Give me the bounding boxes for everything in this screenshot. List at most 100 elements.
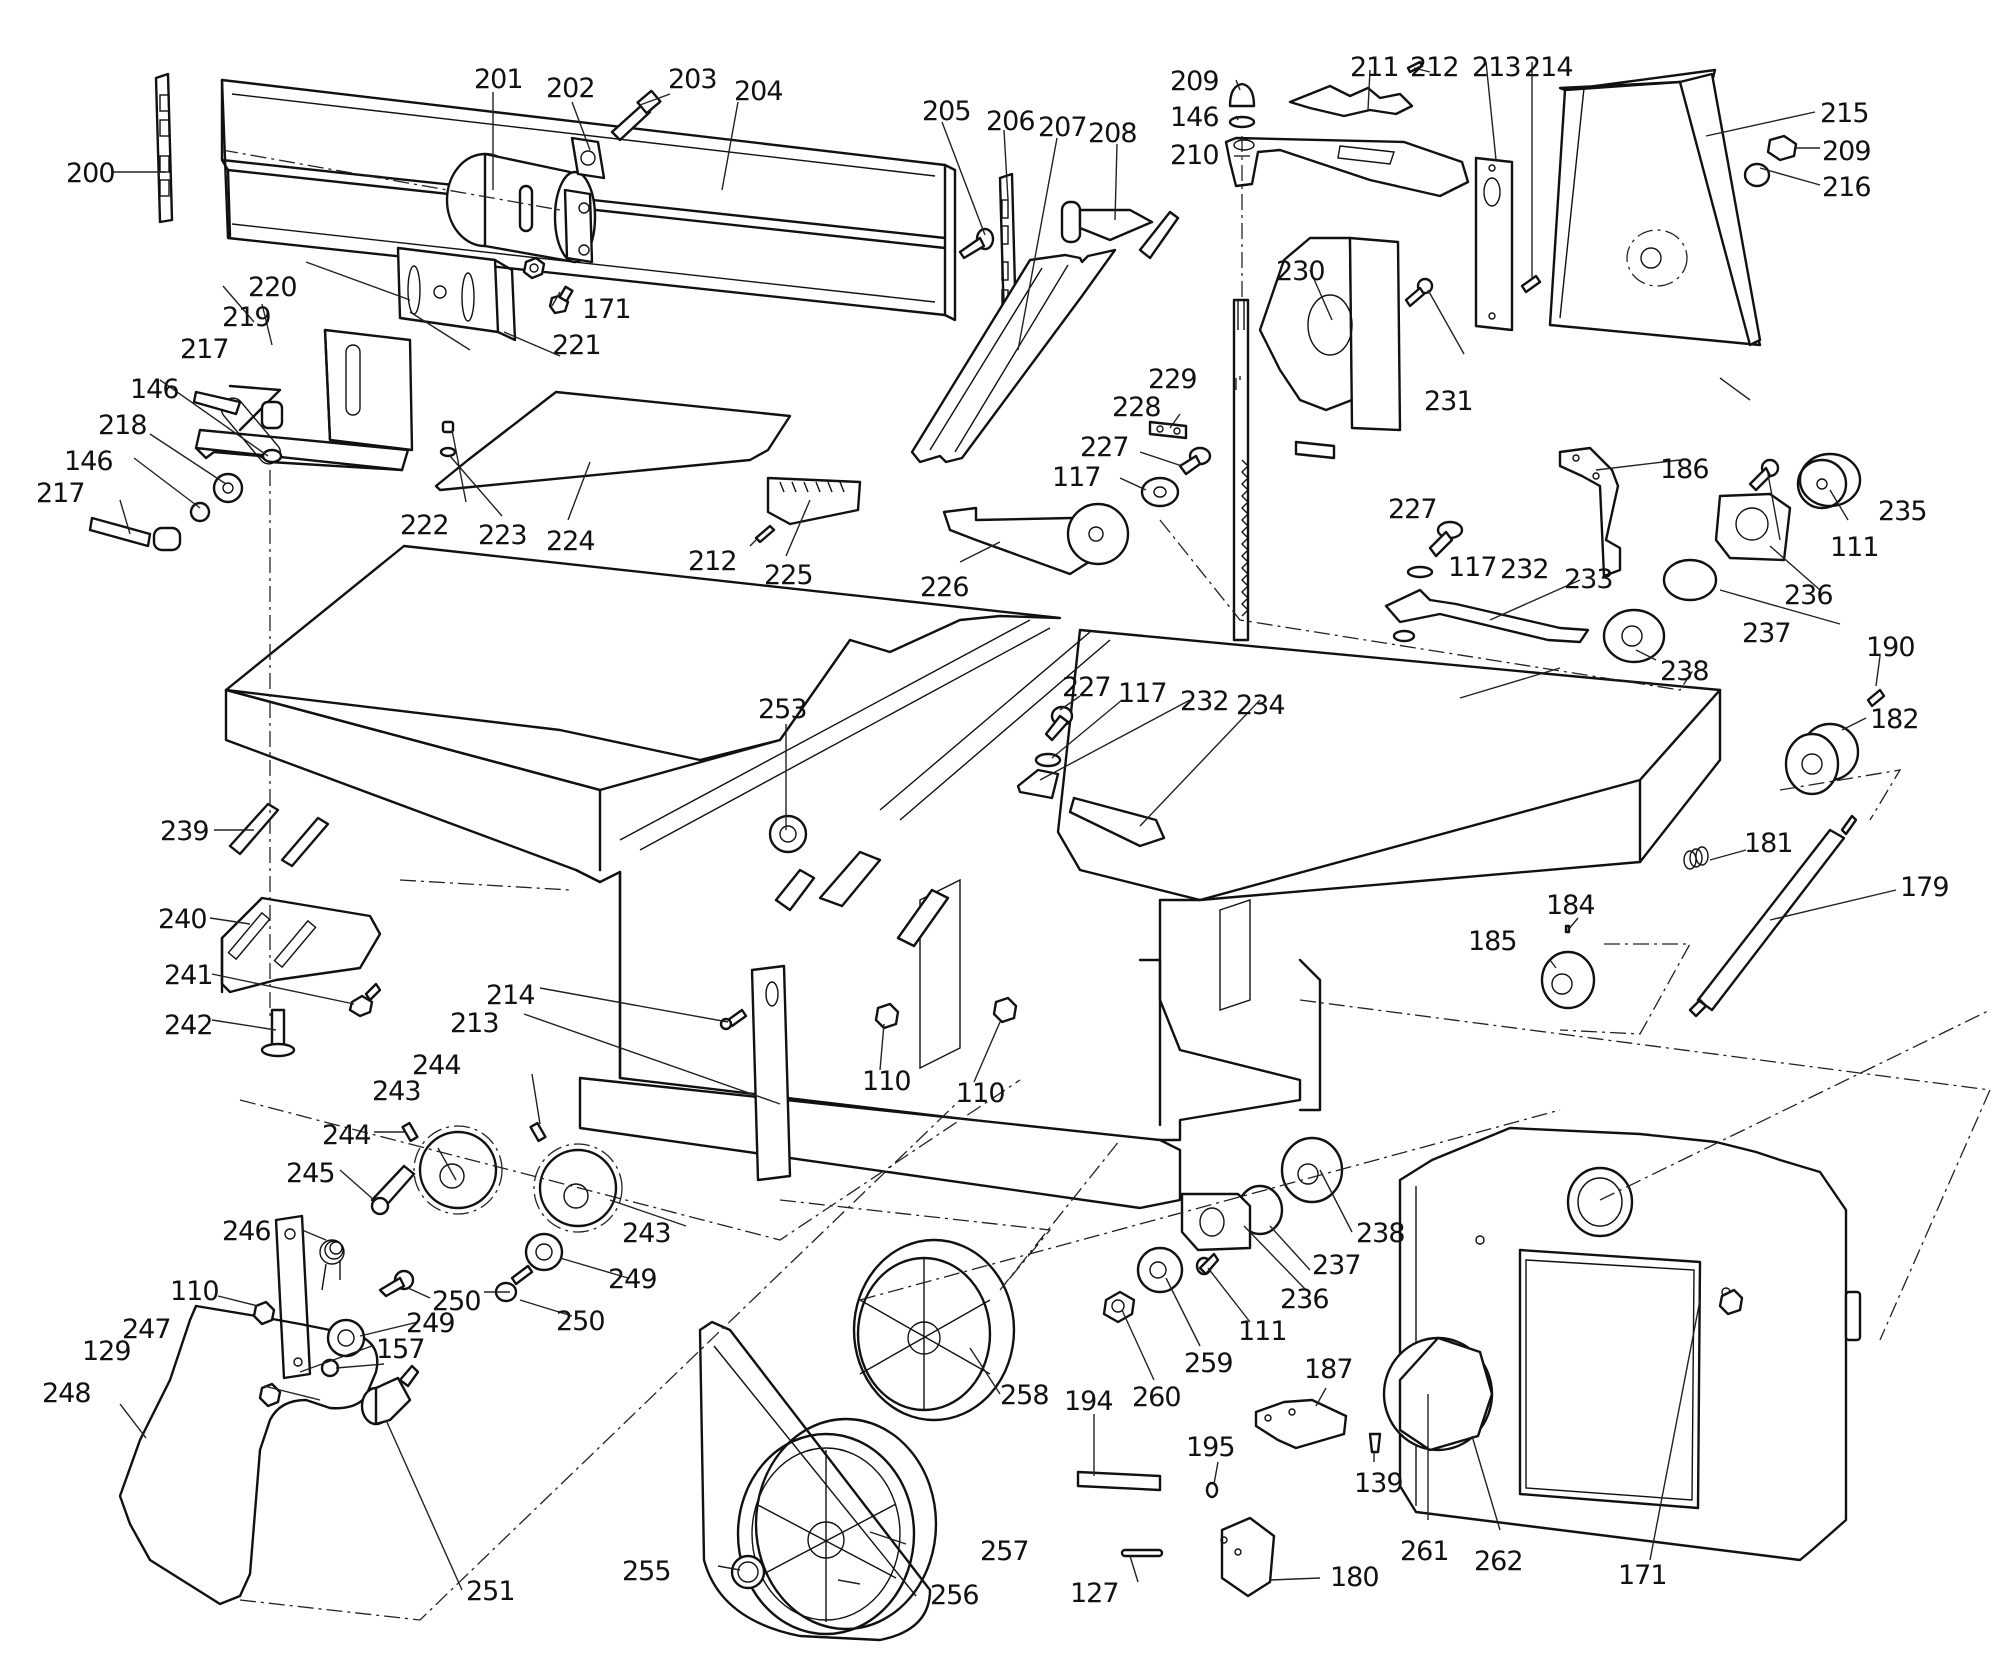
part-232-clamp-right — [1384, 588, 1590, 644]
label-245: 245 — [286, 1158, 335, 1189]
part-212-screw-mid — [754, 524, 776, 544]
label-146b: 146 — [130, 374, 179, 405]
label-129: 129 — [82, 1336, 131, 1367]
label-217: 217 — [180, 334, 229, 365]
label-242: 242 — [164, 1010, 213, 1041]
part-205-bolt — [958, 227, 995, 260]
part-261-motor — [1382, 1336, 1494, 1452]
label-261: 261 — [1400, 1536, 1449, 1567]
label-258: 258 — [1000, 1380, 1049, 1411]
part-195-screw — [1205, 1481, 1219, 1499]
label-233: 233 — [1564, 564, 1613, 595]
part-187-switch-bracket — [1254, 1398, 1348, 1450]
part-237-circlip-top — [1662, 558, 1718, 602]
label-179: 179 — [1900, 872, 1949, 903]
label-157: 157 — [376, 1334, 425, 1365]
part-171-nut-cover — [1718, 1288, 1744, 1316]
label-244b: 244 — [322, 1120, 371, 1151]
label-205: 205 — [922, 96, 971, 127]
part-238-bearing-lower — [1280, 1136, 1344, 1204]
label-187: 187 — [1304, 1354, 1353, 1385]
part-239-pins — [228, 802, 330, 868]
part-210-arm — [1224, 136, 1470, 198]
label-234: 234 — [1236, 690, 1285, 721]
label-227: 227 — [1080, 432, 1129, 463]
label-213b: 213 — [450, 1008, 499, 1039]
part-260-nut — [1102, 1290, 1136, 1324]
label-190: 190 — [1866, 632, 1915, 663]
part-227-screw-top — [1178, 446, 1212, 476]
label-227b: 227 — [1388, 494, 1437, 525]
part-181-spring — [1683, 846, 1709, 870]
label-117c: 117 — [1118, 678, 1167, 709]
part-253-bushing — [768, 814, 808, 854]
label-247: 247 — [122, 1314, 171, 1345]
label-257: 257 — [980, 1536, 1029, 1567]
part-211-bracket — [1288, 84, 1414, 118]
part-186-bracket — [1558, 446, 1622, 578]
label-203: 203 — [668, 64, 717, 95]
label-224: 224 — [546, 526, 595, 557]
label-253: 253 — [758, 694, 807, 725]
part-227-screw-right — [1428, 520, 1464, 558]
label-250b: 250 — [556, 1306, 605, 1337]
label-200: 200 — [66, 158, 115, 189]
label-210: 210 — [1170, 140, 1219, 171]
label-227c: 227 — [1062, 672, 1111, 703]
part-262-motor-cover — [1398, 1126, 1862, 1562]
part-244-pin-right — [529, 1121, 547, 1143]
part-209-cap-nut — [1228, 82, 1256, 108]
label-110: 110 — [862, 1066, 911, 1097]
part-249-sprocket-small-a — [524, 1232, 564, 1272]
part-232-clamp-mid — [1016, 768, 1060, 800]
label-212: 212 — [1410, 52, 1459, 83]
part-110-nut-b — [992, 996, 1018, 1024]
label-110c: 110 — [170, 1276, 219, 1307]
label-146: 146 — [1170, 102, 1219, 133]
label-250: 250 — [432, 1286, 481, 1317]
part-220-fence-carrier — [396, 246, 517, 342]
part-171-nut — [522, 256, 546, 280]
label-223: 223 — [478, 520, 527, 551]
part-212-screw-top — [1406, 60, 1424, 74]
part-217-lever-upper — [192, 390, 284, 430]
part-110-nut-a — [874, 1002, 900, 1030]
part-117-washer-top — [1140, 476, 1180, 508]
part-207-cutter-guard — [910, 248, 1117, 464]
label-262: 262 — [1474, 1546, 1523, 1577]
label-185: 185 — [1468, 926, 1517, 957]
part-214-screw-top — [1520, 274, 1542, 294]
label-240: 240 — [158, 904, 207, 935]
label-111b: 111 — [1238, 1316, 1287, 1347]
label-180: 180 — [1330, 1562, 1379, 1593]
label-207: 207 — [1038, 112, 1087, 143]
label-201: 201 — [474, 64, 523, 95]
part-250-screw-b — [494, 1264, 534, 1303]
label-117: 117 — [1052, 462, 1101, 493]
part-110-nut-c — [252, 1300, 276, 1326]
part-201-bracket — [445, 152, 597, 264]
part-242-bolt — [260, 1008, 296, 1058]
label-238b: 238 — [1356, 1218, 1405, 1249]
part-117-washer-mid — [1034, 752, 1062, 768]
part-231-screw — [1404, 277, 1434, 308]
label-235: 235 — [1878, 496, 1927, 527]
part-225-comb-block — [766, 476, 862, 526]
part-111-screw-lower — [1195, 1252, 1220, 1276]
label-171b: 171 — [1618, 1560, 1667, 1591]
label-212b: 212 — [688, 546, 737, 577]
part-drawings — [88, 60, 1886, 1642]
part-217-lever-lower — [88, 516, 182, 552]
label-256: 256 — [930, 1580, 979, 1611]
label-110b: 110 — [956, 1078, 1005, 1109]
label-209b: 209 — [1822, 136, 1871, 167]
label-219: 219 — [222, 302, 271, 333]
part-214-screw-lower — [719, 1008, 748, 1031]
part-labels: 200 201 202 203 204 205 206 207 208 209 … — [36, 52, 1950, 1611]
part-cutter-shafts — [774, 850, 950, 948]
label-215: 215 — [1820, 98, 1869, 129]
part-258-pulley — [852, 1238, 1016, 1422]
label-237: 237 — [1742, 618, 1791, 649]
label-231: 231 — [1424, 386, 1473, 417]
